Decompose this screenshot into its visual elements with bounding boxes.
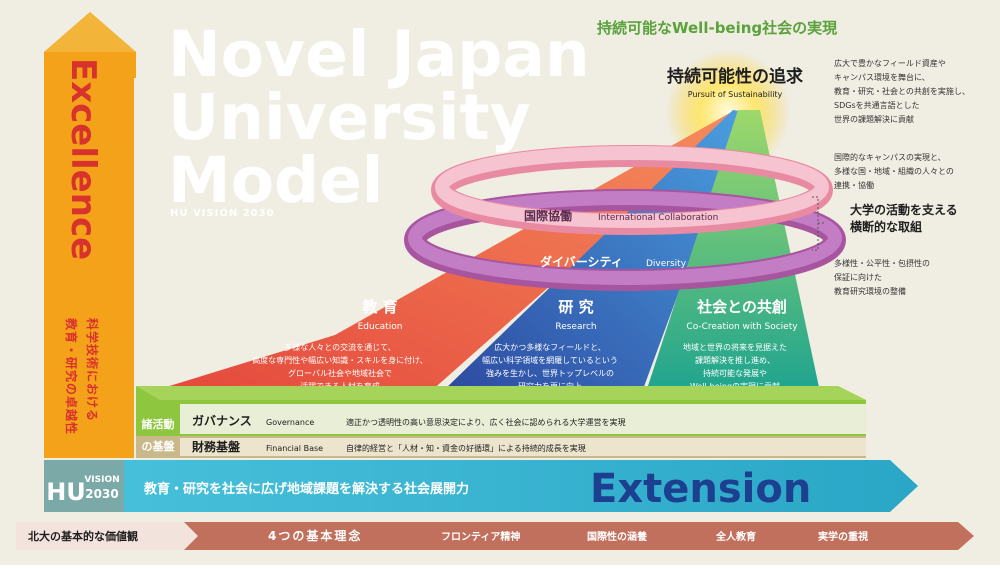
bracket-line — [812, 196, 826, 251]
values-label: 北大の基本的な価値観 — [28, 529, 138, 543]
main-title-line-1: Novel Japan — [168, 18, 590, 91]
note3-line-3: 教育研究環境の整備 — [834, 286, 906, 296]
education-desc-1: 多様な人々との交流を通じて、 — [284, 342, 396, 352]
note2-line-3: 連携・協働 — [834, 180, 874, 190]
excellence-caption-2: 教育・研究の卓越性 — [64, 317, 79, 435]
values-bar-label-box — [16, 522, 198, 550]
education-en: Education — [358, 322, 403, 332]
finance-en: Financial Base — [266, 444, 323, 453]
value-item-1: フロンティア精神 — [441, 530, 520, 543]
tagline: 持続可能なWell-being社会の実現 — [597, 19, 837, 37]
finance-desc: 自律的経営と「人材・知・資金の好循環」による持続的成長を実現 — [346, 443, 586, 453]
cross-label-1: 大学の活動を支える — [850, 202, 958, 217]
research-desc-1: 広大かつ多様なフィールドと、 — [494, 342, 606, 352]
note1-line-2: キャンパス環境を舞台に、 — [834, 72, 930, 82]
excellence-caption-1: 科学技術における — [85, 318, 100, 422]
governance-en: Governance — [266, 418, 314, 427]
research-en: Research — [555, 322, 596, 332]
governance-row-panel — [180, 404, 866, 434]
governance-jp: ガバナンス — [192, 413, 252, 428]
main-title-line-2: University — [168, 81, 531, 154]
education-beam — [150, 110, 742, 392]
note3-line-1: 多様性・公平性・包摂性の — [834, 258, 930, 268]
cross-label-2: 横断的な取組 — [850, 219, 922, 234]
cocreation-desc-2: 課題解決を推し進め、 — [695, 355, 775, 365]
governance-platform-top — [136, 386, 866, 400]
education-desc-3: グローバル社会や地域社会で — [288, 368, 392, 378]
note3-line-2: 保証に向けた — [834, 272, 882, 282]
finance-jp: 財務基盤 — [191, 439, 241, 454]
cocreation-desc-1: 地域と世界の将来を見据えた — [683, 342, 787, 352]
cocreation-en: Co-Creation with Society — [686, 322, 798, 332]
research-title: 研 究 — [558, 298, 593, 316]
values-heading: 4つの基本理念 — [268, 528, 362, 543]
cocreation-title: 社会との共創 — [696, 298, 787, 316]
apex-subtitle: Pursuit of Sustainability — [688, 90, 783, 99]
extension-title: Extension — [590, 466, 811, 512]
main-title-line-3: Model — [168, 144, 383, 217]
hu-badge-logo: HU — [46, 478, 86, 506]
diversity-jp: ダイバーシティ — [540, 254, 623, 269]
research-beam — [442, 110, 745, 392]
extension-arrow — [44, 460, 918, 512]
excellence-arrow-head — [44, 12, 136, 52]
note1-line-4: SDGsを共通言語とした — [834, 100, 920, 110]
finance-row-panel — [180, 438, 866, 456]
research-desc-3: 強みを生かし、世界トップレベルの — [486, 368, 614, 378]
collaboration-jp: 国際協働 — [524, 208, 572, 223]
collaboration-ring-top — [435, 146, 829, 228]
vision-subtitle: HU VISION 2030 — [170, 208, 275, 219]
foundation-label-1: 諸活動 — [142, 417, 175, 431]
value-item-2: 国際性の涵養 — [587, 530, 647, 543]
collaboration-en: International Collaboration — [598, 213, 718, 223]
excellence-title: Excellence — [63, 58, 103, 260]
note1-line-3: 教育・研究・社会との共創を実施し、 — [834, 86, 970, 96]
values-bar — [16, 522, 974, 550]
value-item-3: 全人教育 — [715, 530, 756, 543]
cocreation-desc-3: 持続可能な発展や — [703, 368, 767, 378]
diversity-en: Diversity — [646, 259, 687, 269]
education-title: 教 育 — [361, 298, 397, 316]
value-item-4: 実学の重視 — [818, 530, 868, 543]
research-desc-2: 幅広い科学領域を網羅しているという — [482, 355, 618, 365]
note2-line-1: 国際的なキャンパスの実現と、 — [834, 152, 946, 162]
note1-line-5: 世界の課題解決に貢献 — [834, 114, 914, 124]
foundation-label-2: の基盤 — [142, 439, 176, 453]
diversity-ring-top — [408, 191, 842, 285]
hu-badge — [44, 460, 124, 512]
extension-text: 教育・研究を社会に広げ地域課題を解決する社会展開力 — [143, 481, 469, 497]
excellence-arrow — [44, 12, 136, 458]
governance-desc: 適正かつ透明性の高い意思決定により、広く社会に認められる大学運営を実現 — [346, 417, 626, 427]
note1-line-1: 広大で豊かなフィールド資産や — [834, 58, 946, 68]
note2-line-2: 多様な国・地域・組織の人々との — [834, 166, 954, 176]
hu-badge-year: 2030 — [85, 487, 118, 501]
education-desc-2: 高度な専門性や幅広い知識・スキルを身に付け、 — [252, 355, 428, 365]
apex-title: 持続可能性の追求 — [667, 66, 803, 87]
hu-badge-vision: VISION — [84, 475, 119, 485]
cocreation-beam — [646, 110, 820, 392]
